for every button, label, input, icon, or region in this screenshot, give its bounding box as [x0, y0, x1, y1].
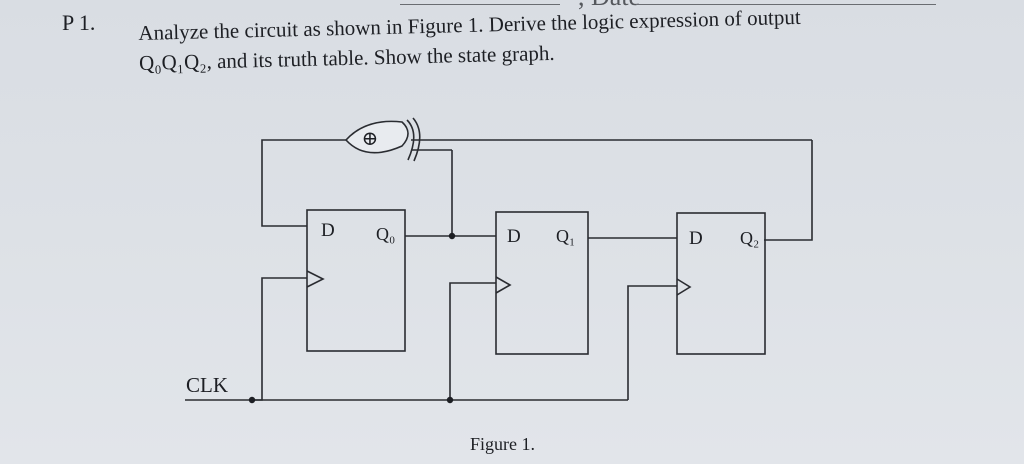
wire-clk-ff1 — [449, 282, 496, 400]
junction-dot-clk — [248, 396, 256, 404]
xor-gate-back-arc — [406, 119, 415, 161]
page-header: , Date — [400, 0, 960, 14]
ff1-q-label: Q₁ — [556, 226, 575, 246]
clock-triangle-1 — [495, 276, 512, 294]
header-rule-right — [636, 4, 936, 5]
wire-clk-ff2 — [627, 285, 677, 400]
ff0-q-label: Q₀ — [376, 224, 395, 244]
xor-gate-body — [344, 120, 409, 154]
header-rule-left — [400, 4, 560, 5]
wire-clk-ff0 — [252, 277, 307, 401]
clock-triangle-2 — [676, 278, 692, 296]
ff2-q-label: Q₂ — [740, 228, 759, 248]
clock-triangle-0 — [306, 270, 325, 288]
header-date-label: , Date — [578, 0, 640, 12]
figure-caption: Figure 1. — [470, 434, 535, 454]
junction-dot-clk-ff1 — [446, 396, 454, 404]
clk-label: CLK — [186, 373, 228, 397]
ff0-d-label: D — [321, 220, 335, 241]
xor-gate-back-arc-2 — [412, 117, 421, 162]
xor-symbol: ⊕ — [362, 128, 379, 150]
flip-flop-0 — [306, 209, 406, 352]
junction-dot-q0 — [448, 232, 456, 240]
ff2-d-label: D — [689, 228, 703, 249]
wire-xor-to-d0 — [261, 139, 346, 227]
wire-q2-feedback-right — [764, 140, 813, 241]
ff1-d-label: D — [507, 226, 521, 247]
problem-number: P 1. — [62, 10, 96, 35]
flip-flop-2 — [676, 212, 766, 355]
